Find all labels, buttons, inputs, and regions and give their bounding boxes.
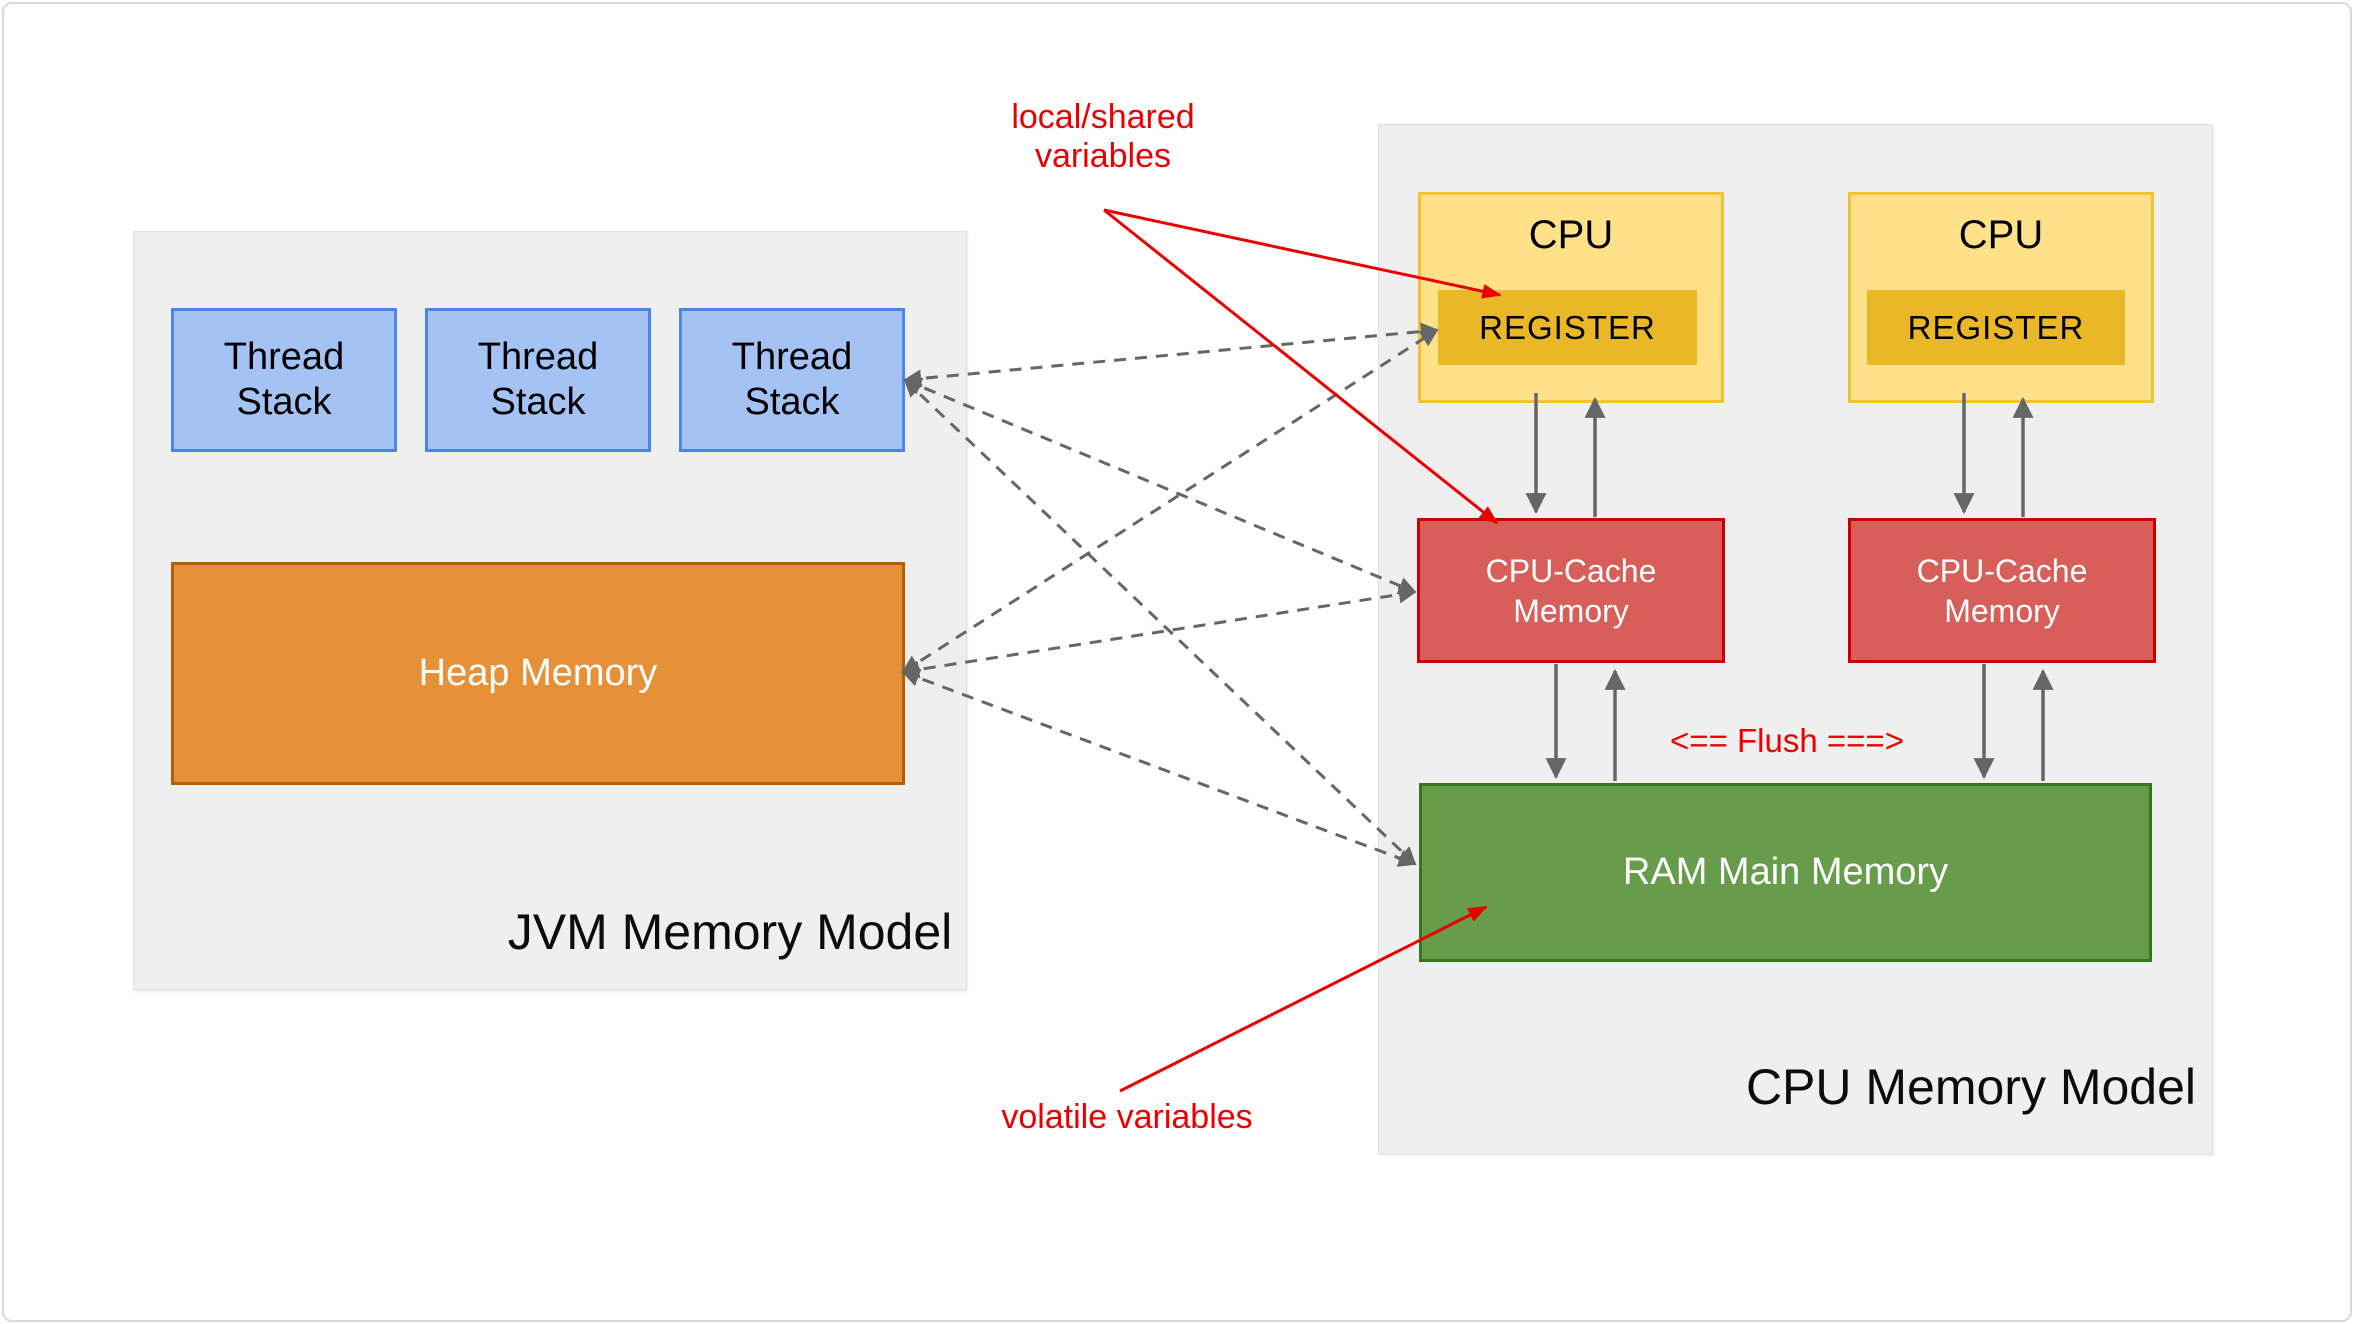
ram-label: RAM Main Memory [1622, 851, 1949, 893]
heap-memory-box: Heap Memory [171, 562, 905, 785]
dashed-arrow-stack-register [903, 322, 1439, 388]
cpu-panel-title: CPU Memory Model [1745, 1059, 2197, 1115]
flush-annotation: <== Flush ===> [1670, 722, 1904, 759]
volatile-variables-note: volatile variables [1001, 1098, 1253, 1136]
cpu-label: CPU [1528, 213, 1614, 257]
thread-stack-box-2: Thread Stack [425, 308, 651, 452]
register-box-2: REGISTER [1867, 290, 2125, 365]
thread-stack-box-1: Thread Stack [171, 308, 397, 452]
ram-main-memory-box: RAM Main Memory [1419, 783, 2152, 962]
cpu-cache-label: CPU-Cache Memory [1916, 552, 2088, 629]
dashed-arrow-stack-ram [903, 378, 1417, 866]
cpu-cache-box-1: CPU-Cache Memory [1417, 518, 1725, 663]
dashed-arrow-heap-cache [901, 585, 1417, 679]
heap-memory-label: Heap Memory [418, 652, 658, 694]
register-label: REGISTER [1907, 308, 2085, 346]
cpu-cache-box-2: CPU-Cache Memory [1848, 518, 2156, 663]
cpu-cache-label: CPU-Cache Memory [1485, 552, 1657, 629]
thread-stack-label: Thread Stack [223, 336, 345, 423]
jvm-panel-title: JVM Memory Model [507, 904, 953, 960]
dashed-arrow-stack-cache [903, 377, 1417, 595]
local-shared-variables-note: local/shared variables [1011, 98, 1195, 176]
cpu-label: CPU [1958, 213, 2044, 257]
thread-stack-box-3: Thread Stack [679, 308, 905, 452]
register-box-1: REGISTER [1438, 290, 1697, 365]
register-label: REGISTER [1479, 308, 1656, 346]
dashed-arrow-heap-ram [901, 669, 1417, 867]
thread-stack-label: Thread Stack [477, 336, 599, 423]
dashed-arrow-heap-register [901, 328, 1439, 674]
thread-stack-label: Thread Stack [731, 336, 853, 423]
